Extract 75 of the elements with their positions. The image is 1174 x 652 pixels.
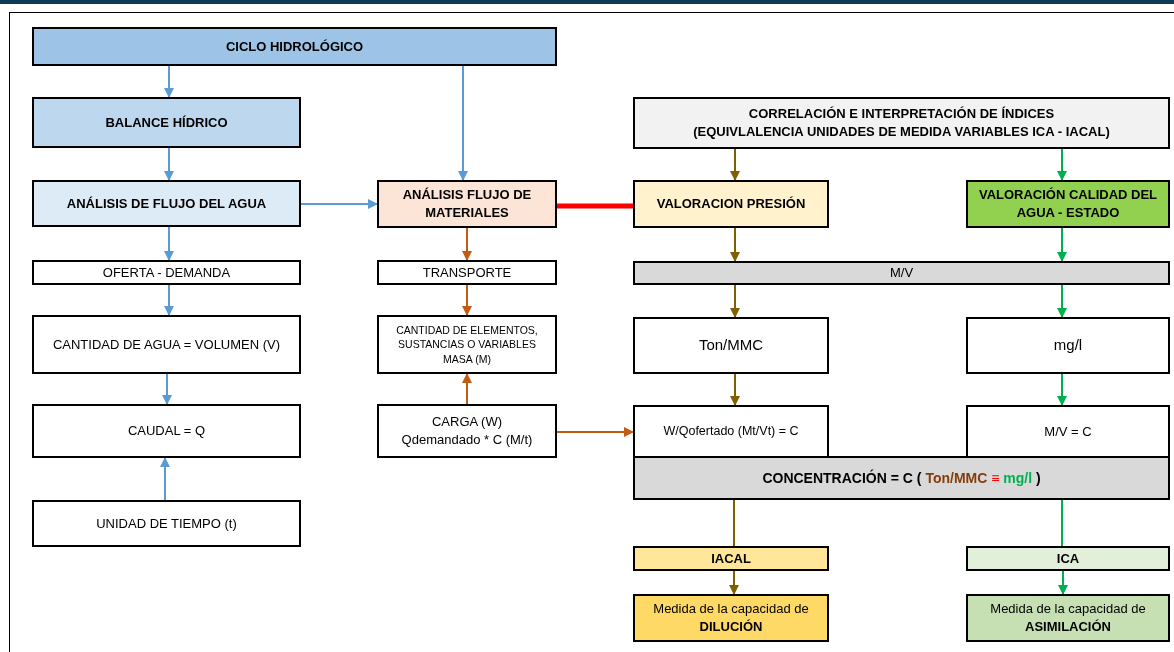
- process-box: [633, 594, 829, 642]
- process-box: [32, 180, 301, 227]
- box-label: OFERTA - DEMANDA: [102, 263, 231, 282]
- process-box: [32, 500, 301, 547]
- process-box: [966, 546, 1170, 571]
- box-label: UNIDAD DE TIEMPO (t): [96, 514, 237, 533]
- box-label: W/Qofertado (Mt/Vt) = C: [663, 423, 799, 440]
- arrow: [462, 373, 472, 405]
- box-label: ANÁLISIS DE FLUJO DEL AGUA: [66, 194, 267, 213]
- arrow: [1057, 148, 1067, 181]
- box-label: ANÁLISIS FLUJO DE MATERIALES: [401, 186, 533, 222]
- arrow: [164, 147, 174, 181]
- header-band: [633, 261, 1170, 285]
- arrow: [1057, 227, 1067, 262]
- box-label: VALORACIÓN CALIDAD DEL AGUA - ESTADO: [977, 186, 1159, 222]
- process-box: [377, 260, 557, 285]
- arrow: [730, 373, 740, 406]
- box-label: Medida de la capacidad de ASIMILACIÓN: [989, 600, 1147, 636]
- arrow: [160, 457, 170, 501]
- header-band: [633, 456, 1170, 500]
- arrow: [1057, 373, 1067, 406]
- connector-line: [733, 499, 735, 547]
- process-box: [32, 27, 557, 66]
- box-label: CICLO HIDROLÓGICO: [225, 37, 364, 56]
- process-box: [633, 405, 829, 458]
- box-label: CORRELACIÓN E INTERPRETACIÓN DE ÍNDICES: [748, 105, 1055, 123]
- process-box: [32, 315, 301, 374]
- arrow: [162, 373, 172, 405]
- process-box: [32, 97, 301, 148]
- arrow: [458, 65, 468, 181]
- box-label: Qdemandado * C (M/t): [401, 431, 533, 449]
- arrow: [730, 284, 740, 318]
- arrow: [1057, 284, 1067, 318]
- box-label: ICA: [1056, 549, 1080, 568]
- arrow: [556, 427, 634, 437]
- box-label: CONCENTRACIÓN = C ( Ton/MMC ≡ mg/l ): [762, 468, 1041, 488]
- arrow: [1058, 570, 1068, 595]
- process-box: [32, 404, 301, 458]
- connector-line: [1061, 499, 1063, 547]
- arrow: [164, 65, 174, 98]
- connector-line: [557, 203, 633, 209]
- box-label: (EQUIVLALENCIA UNIDADES DE MEDIDA VARIABLES ICA - IACAL): [693, 123, 1110, 141]
- arrow: [164, 284, 174, 316]
- process-box: [633, 97, 1170, 149]
- process-box: [633, 180, 829, 228]
- box-label: CANTIDAD DE AGUA = VOLUMEN (V): [52, 335, 281, 354]
- arrow: [729, 570, 739, 595]
- arrow: [730, 227, 740, 262]
- box-label: Medida de la capacidad de DILUCIÓN: [652, 600, 810, 636]
- box-label: CANTIDAD DE ELEMENTOS, SUSTANCIAS O VARIABLES MASA (M): [395, 323, 539, 366]
- process-box: [32, 260, 301, 285]
- process-box: [966, 594, 1170, 642]
- process-box: [966, 317, 1170, 374]
- process-box: [377, 404, 557, 458]
- box-label: Ton/MMC: [698, 335, 764, 356]
- box-label: CAUDAL = Q: [127, 422, 206, 440]
- arrow: [730, 148, 740, 181]
- process-box: [377, 315, 557, 374]
- box-label: CARGA (W): [431, 413, 503, 431]
- box-label: BALANCE HÍDRICO: [105, 113, 228, 132]
- process-box: [633, 317, 829, 374]
- process-box: [633, 546, 829, 571]
- box-label: TRANSPORTE: [422, 263, 512, 282]
- arrow: [300, 199, 378, 209]
- process-box: [966, 180, 1170, 228]
- box-label: VALORACION PRESIÓN: [656, 195, 806, 213]
- process-box: [966, 405, 1170, 458]
- box-label: M/V = C: [1044, 422, 1092, 441]
- arrow: [462, 227, 472, 261]
- arrow: [164, 226, 174, 261]
- process-box: [377, 180, 557, 228]
- box-label: IACAL: [711, 549, 751, 568]
- box-label: mg/l: [1053, 335, 1083, 356]
- arrow: [462, 284, 472, 316]
- box-label: M/V: [889, 264, 914, 282]
